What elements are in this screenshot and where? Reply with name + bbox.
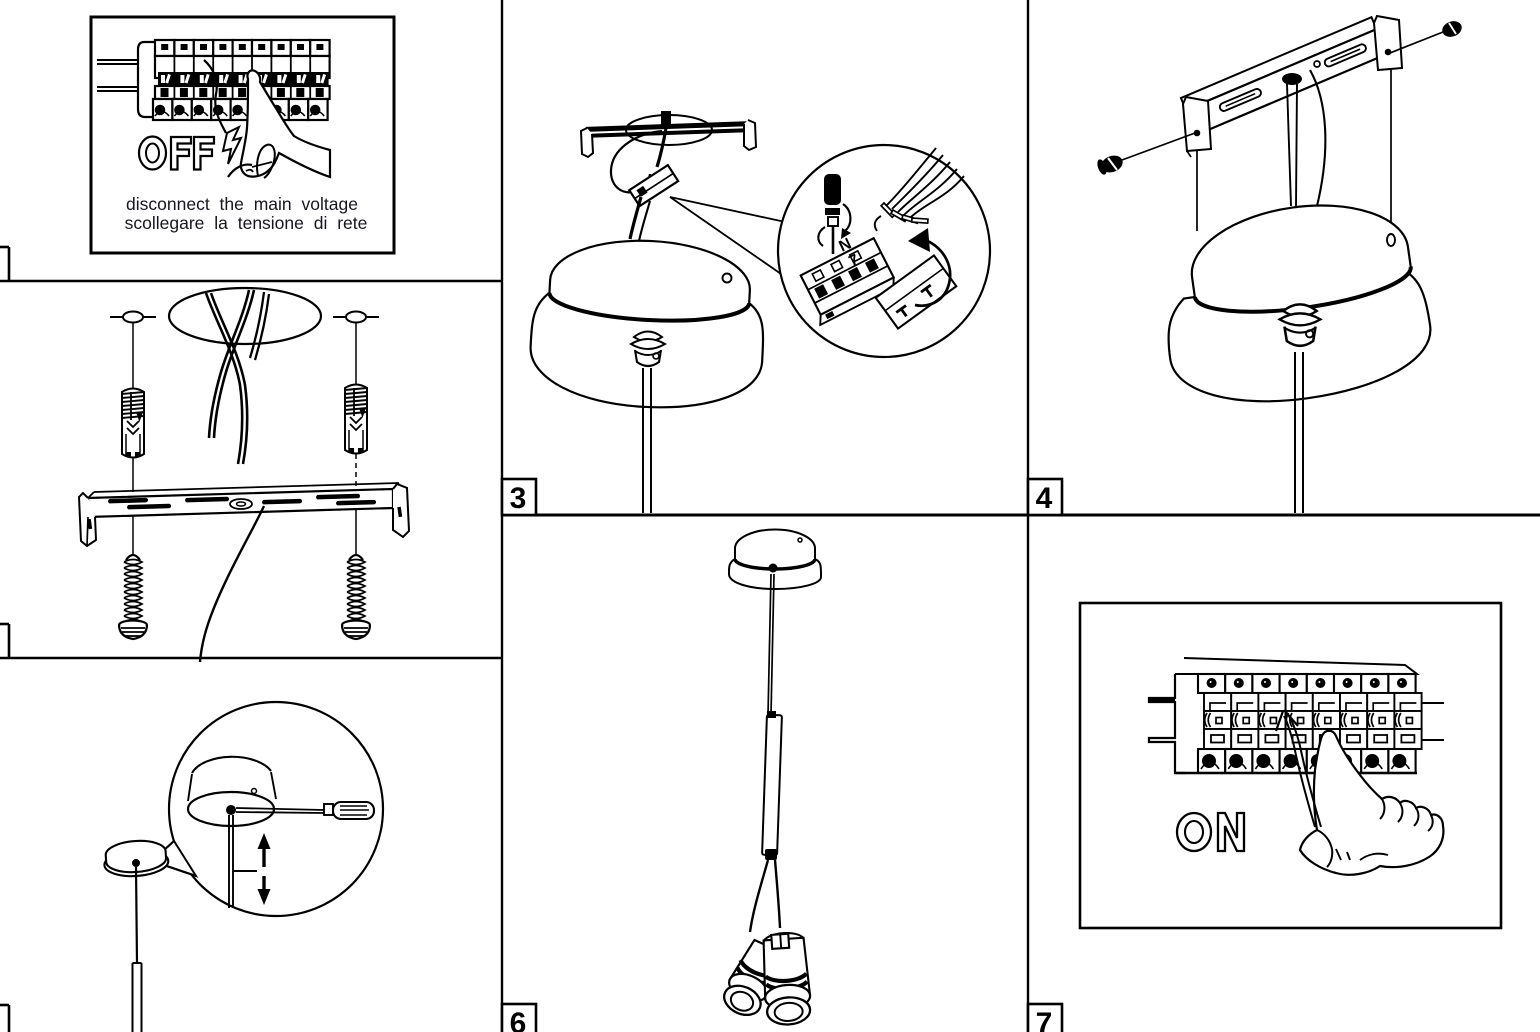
svg-text:disconnect the main voltage: disconnect the main voltage [126, 194, 358, 214]
svg-text:scollegare la tensione di rete: scollegare la tensione di rete [125, 213, 368, 233]
svg-text:3: 3 [510, 482, 527, 515]
svg-text:6: 6 [510, 1007, 527, 1032]
svg-text:7: 7 [1036, 1007, 1053, 1032]
svg-text:4: 4 [1036, 482, 1053, 515]
